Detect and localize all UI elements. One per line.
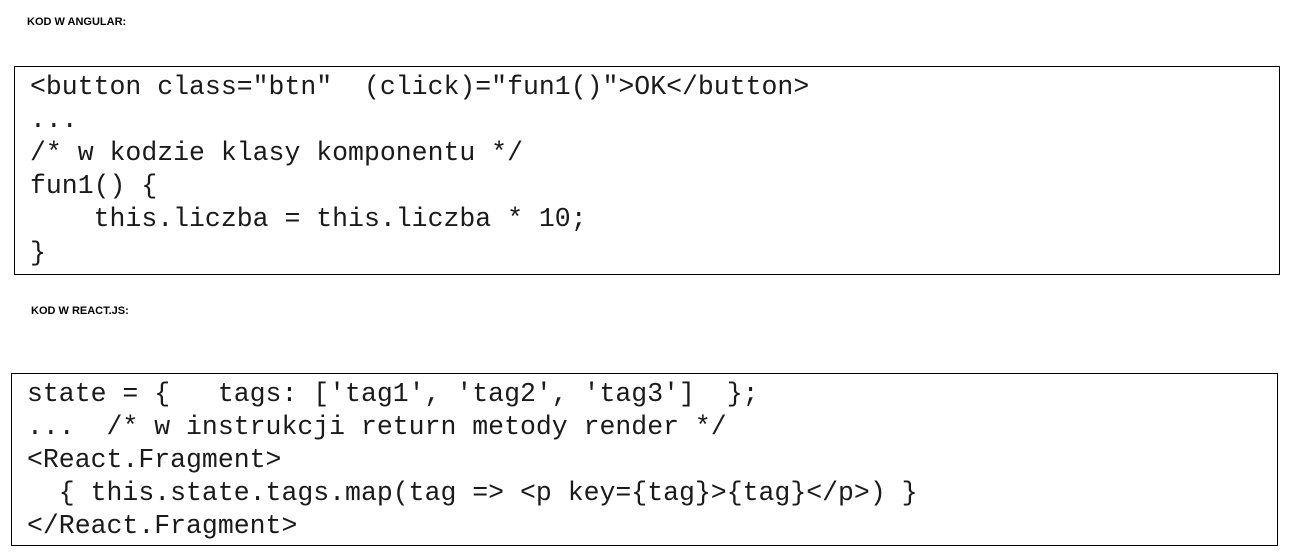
code-line: { this.state.tags.map(tag => <p key={tag… bbox=[27, 478, 918, 508]
react-section-heading: KOD W REACT.JS: bbox=[31, 305, 129, 317]
code-line: <React.Fragment> bbox=[27, 445, 282, 475]
code-line: } bbox=[30, 238, 46, 268]
code-line: fun1() { bbox=[30, 171, 158, 201]
code-line: </React.Fragment> bbox=[27, 511, 298, 541]
code-line: ... /* w instrukcji return metody render… bbox=[27, 412, 727, 442]
angular-section-heading: KOD W ANGULAR: bbox=[27, 16, 127, 28]
code-line: ... bbox=[30, 105, 78, 135]
code-line: /* w kodzie klasy komponentu */ bbox=[30, 138, 523, 168]
react-code-block: state = { tags: ['tag1', 'tag2', 'tag3']… bbox=[11, 373, 1278, 546]
code-line: <button class="btn" (click)="fun1()">OK<… bbox=[30, 72, 810, 102]
angular-code-block: <button class="btn" (click)="fun1()">OK<… bbox=[14, 66, 1280, 275]
code-line: state = { tags: ['tag1', 'tag2', 'tag3']… bbox=[27, 379, 759, 409]
code-line: this.liczba = this.liczba * 10; bbox=[30, 204, 587, 234]
